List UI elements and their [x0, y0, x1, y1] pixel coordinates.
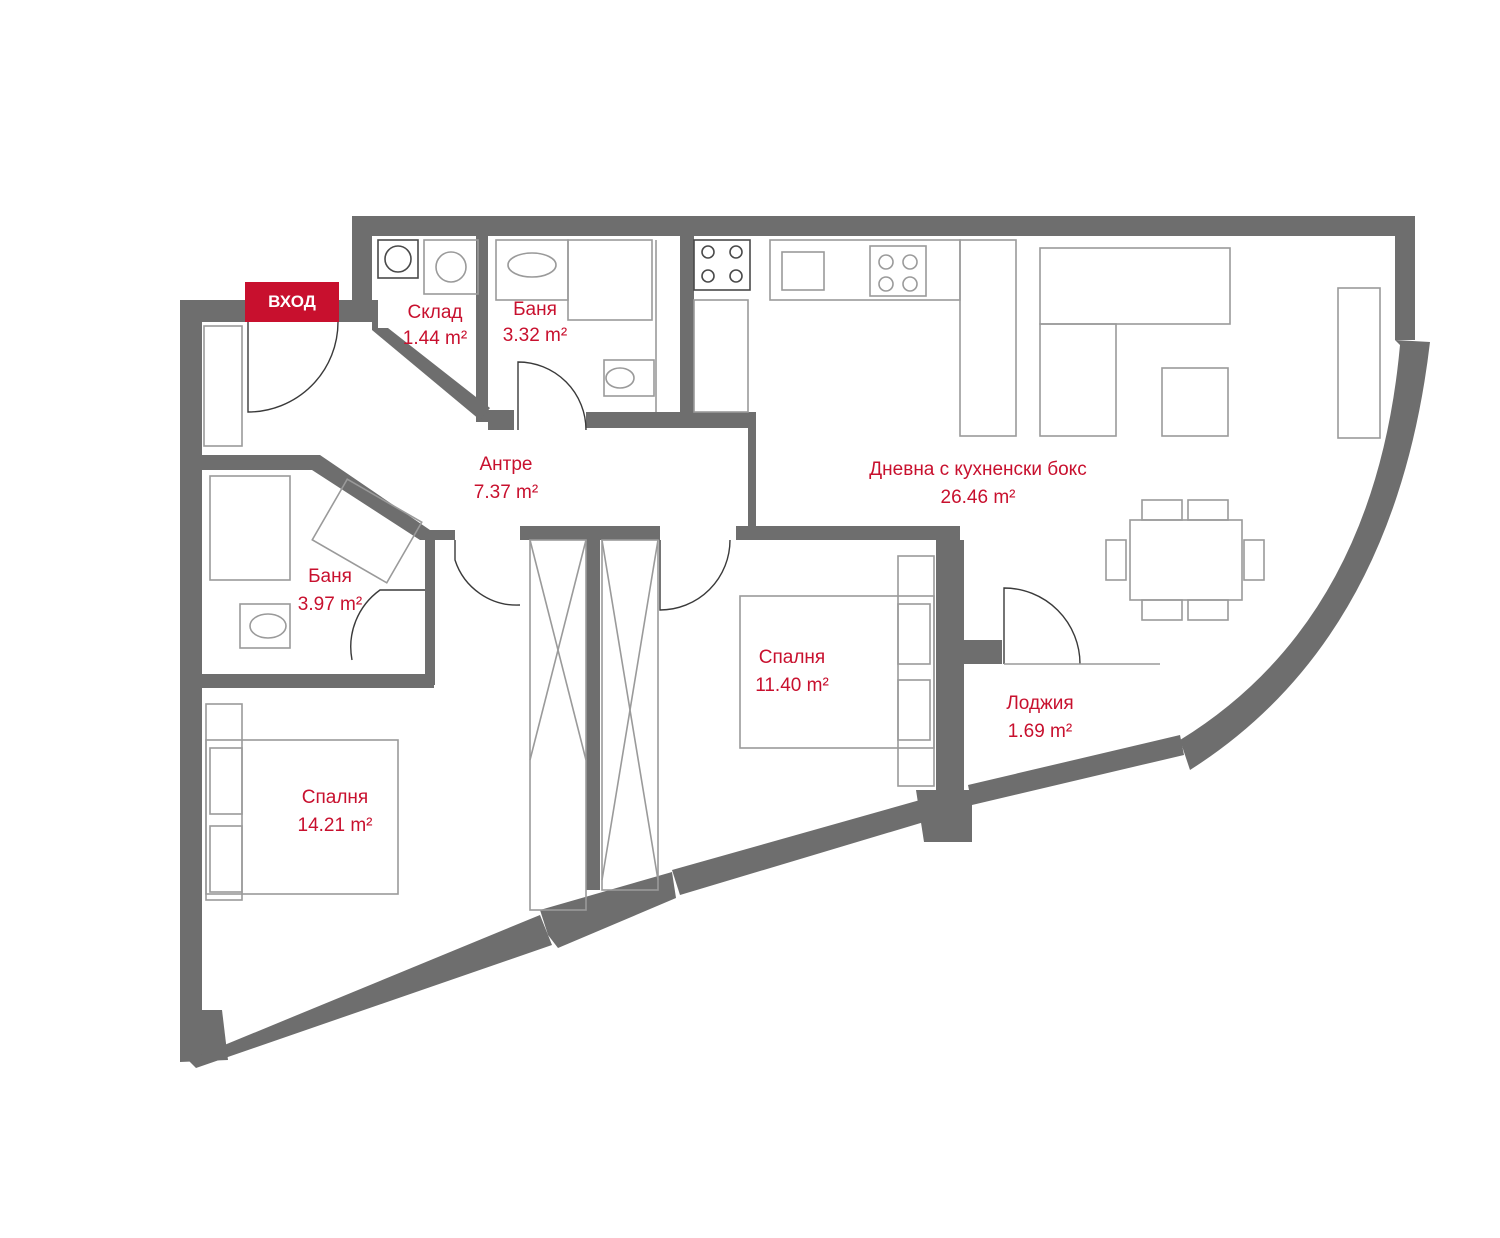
- room-area: 7.37 m²: [474, 482, 538, 503]
- room-area: 11.40 m²: [755, 675, 829, 696]
- room-label-storage: Склад 1.44 m²: [403, 302, 467, 349]
- entrance-badge: ВХОД: [245, 282, 339, 322]
- room-name: Склад: [408, 302, 463, 323]
- room-name: Антре: [479, 454, 532, 475]
- room-name: Спалня: [302, 787, 368, 808]
- wardrobe-fixtures: [529, 539, 659, 911]
- kitchen-fixtures: [693, 239, 1017, 437]
- room-area: 3.97 m²: [298, 594, 362, 615]
- room-label-bath1: Баня 3.32 m²: [503, 299, 567, 346]
- bedroom1-fixtures: [205, 703, 399, 901]
- interior-walls: [202, 236, 1002, 890]
- entrance-label: ВХОД: [268, 292, 316, 311]
- bath1-fixtures: [495, 239, 657, 412]
- room-area: 14.21 m²: [298, 815, 373, 836]
- doors: [203, 321, 1160, 665]
- room-label-bath2: Баня 3.97 m²: [298, 566, 362, 615]
- room-name: Дневна с кухненски бокс: [869, 459, 1086, 480]
- room-label-hall: Антре 7.37 m²: [474, 454, 538, 503]
- room-name: Спалня: [759, 647, 825, 668]
- exterior-walls: [180, 216, 1430, 1068]
- room-name: Лоджия: [1006, 693, 1073, 714]
- room-area: 26.46 m²: [941, 487, 1016, 508]
- room-label-bedroom1: Спалня 14.21 m²: [298, 787, 373, 836]
- bedroom2-fixtures: [739, 555, 935, 787]
- room-area: 1.44 m²: [403, 328, 467, 349]
- room-label-bedroom2: Спалня 11.40 m²: [755, 647, 829, 696]
- room-area: 3.32 m²: [503, 325, 567, 346]
- room-area: 1.69 m²: [1008, 721, 1072, 742]
- living-fixtures: [1039, 247, 1381, 621]
- room-label-living: Дневна с кухненски бокс 26.46 m²: [869, 459, 1086, 508]
- room-label-loggia: Лоджия 1.69 m²: [1006, 693, 1073, 742]
- bath2-fixtures: [209, 475, 423, 649]
- storage-fixtures: [377, 239, 479, 295]
- room-name: Баня: [308, 566, 352, 587]
- room-name: Баня: [513, 299, 557, 320]
